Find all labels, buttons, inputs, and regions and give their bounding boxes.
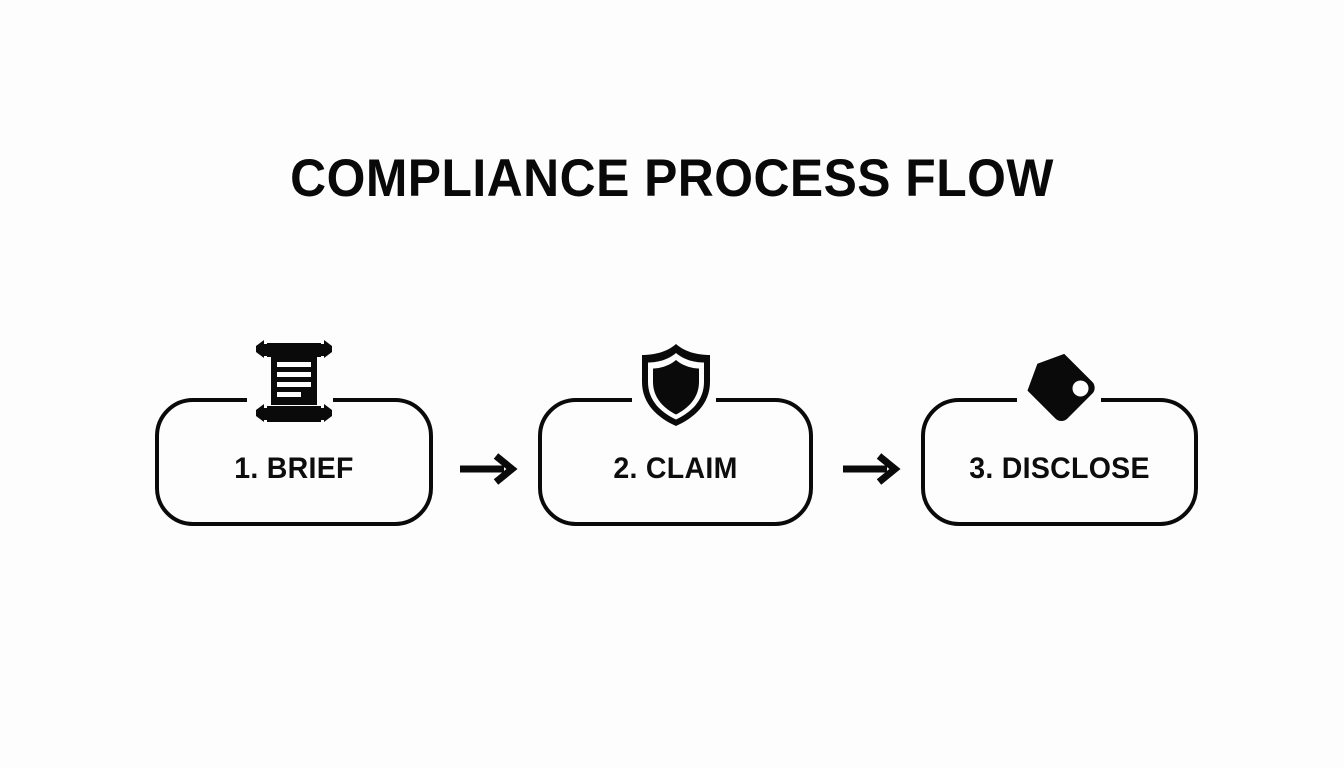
step-label-disclose: 3. DISCLOSE <box>969 452 1150 485</box>
arrow-brief-to-claim <box>458 450 520 488</box>
step-label-claim: 2. CLAIM <box>613 452 738 485</box>
scroll-document-icon <box>246 340 342 433</box>
process-step-disclose[interactable]: 3. DISCLOSE <box>921 353 1198 526</box>
arrow-claim-to-disclose <box>841 450 903 488</box>
page-title: COMPLIANCE PROCESS FLOW <box>290 149 1054 208</box>
price-tag-icon <box>1014 346 1106 443</box>
step-label-brief: 1. BRIEF <box>234 452 354 485</box>
process-step-claim[interactable]: 2. CLAIM <box>538 344 813 526</box>
shield-icon <box>636 342 716 433</box>
process-step-brief[interactable]: 1. BRIEF <box>155 340 433 526</box>
